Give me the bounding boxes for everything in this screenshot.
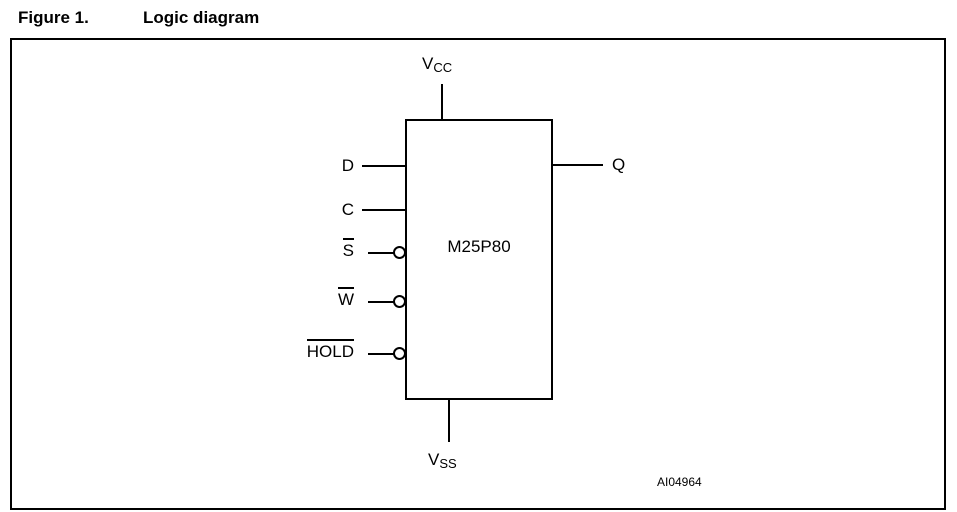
input-s-inversion-bubble [393, 246, 406, 259]
input-w-inversion-bubble [393, 295, 406, 308]
vcc-subscript: CC [433, 60, 453, 75]
input-hold-inversion-bubble [393, 347, 406, 360]
input-s-label: S [252, 238, 354, 261]
input-hold-label: HOLD [252, 339, 354, 362]
vcc-base: V [422, 54, 434, 73]
input-s-wire [368, 252, 394, 254]
figure-reference-code: AI04964 [657, 475, 702, 489]
vcc-wire [441, 84, 443, 119]
diagram-frame: M25P80 VCC VSS D C S W HOLD Q AI04964 [10, 38, 946, 510]
output-q-label: Q [612, 155, 625, 175]
input-d-wire [362, 165, 405, 167]
input-hold-text: HOLD [306, 339, 354, 360]
input-c-label: C [252, 200, 354, 220]
input-w-label: W [252, 287, 354, 310]
input-hold-wire [368, 353, 394, 355]
input-w-wire [368, 301, 394, 303]
figure-number: Figure 1. [18, 8, 89, 27]
input-s-text: S [342, 238, 354, 259]
input-w-text: W [337, 287, 354, 308]
vcc-pin-label: VCC [422, 54, 452, 78]
vss-pin-label: VSS [428, 450, 457, 474]
input-d-text: D [341, 156, 354, 175]
vss-subscript: SS [439, 456, 457, 471]
chip-name: M25P80 [447, 237, 511, 256]
figure-header: Figure 1. Logic diagram [18, 8, 259, 28]
figure-title: Logic diagram [143, 8, 260, 27]
output-q-text: Q [612, 155, 626, 174]
input-c-wire [362, 209, 405, 211]
input-d-label: D [252, 156, 354, 176]
output-q-wire [553, 164, 603, 166]
chip-body: M25P80 [405, 119, 553, 400]
vss-wire [448, 399, 450, 442]
input-c-text: C [341, 200, 354, 219]
vss-base: V [428, 450, 440, 469]
